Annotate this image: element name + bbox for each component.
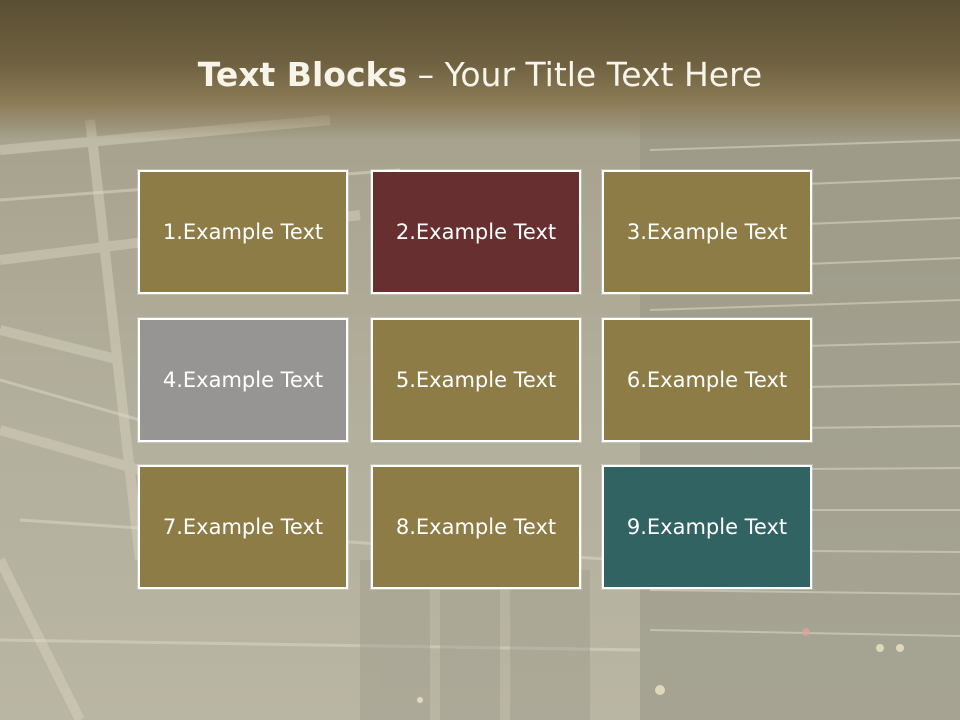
text-block-5[interactable]: 5.Example Text — [371, 318, 581, 442]
text-block-7[interactable]: 7.Example Text — [138, 465, 348, 589]
text-block-label: 8.Example Text — [395, 515, 557, 539]
text-block-6[interactable]: 6.Example Text — [602, 318, 812, 442]
title-rest: Your Title Text Here — [444, 55, 763, 94]
text-block-label: 7.Example Text — [162, 515, 324, 539]
text-block-8[interactable]: 8.Example Text — [371, 465, 581, 589]
text-block-label: 5.Example Text — [395, 368, 557, 392]
text-block-2[interactable]: 2.Example Text — [371, 170, 581, 294]
text-block-label: 3.Example Text — [626, 220, 788, 244]
title-band — [0, 0, 960, 140]
text-block-label: 6.Example Text — [626, 368, 788, 392]
text-block-9[interactable]: 9.Example Text — [602, 465, 812, 589]
text-block-label: 2.Example Text — [395, 220, 557, 244]
text-block-3[interactable]: 3.Example Text — [602, 170, 812, 294]
text-block-label: 1.Example Text — [162, 220, 324, 244]
text-blocks-grid: 1.Example Text 2.Example Text 3.Example … — [138, 170, 814, 594]
slide-title[interactable]: Text Blocks – Your Title Text Here — [0, 52, 960, 98]
title-bold: Text Blocks — [197, 55, 408, 94]
text-block-4[interactable]: 4.Example Text — [138, 318, 348, 442]
text-block-label: 9.Example Text — [626, 515, 788, 539]
text-block-label: 4.Example Text — [162, 368, 324, 392]
title-dash: – — [407, 55, 445, 94]
text-block-1[interactable]: 1.Example Text — [138, 170, 348, 294]
